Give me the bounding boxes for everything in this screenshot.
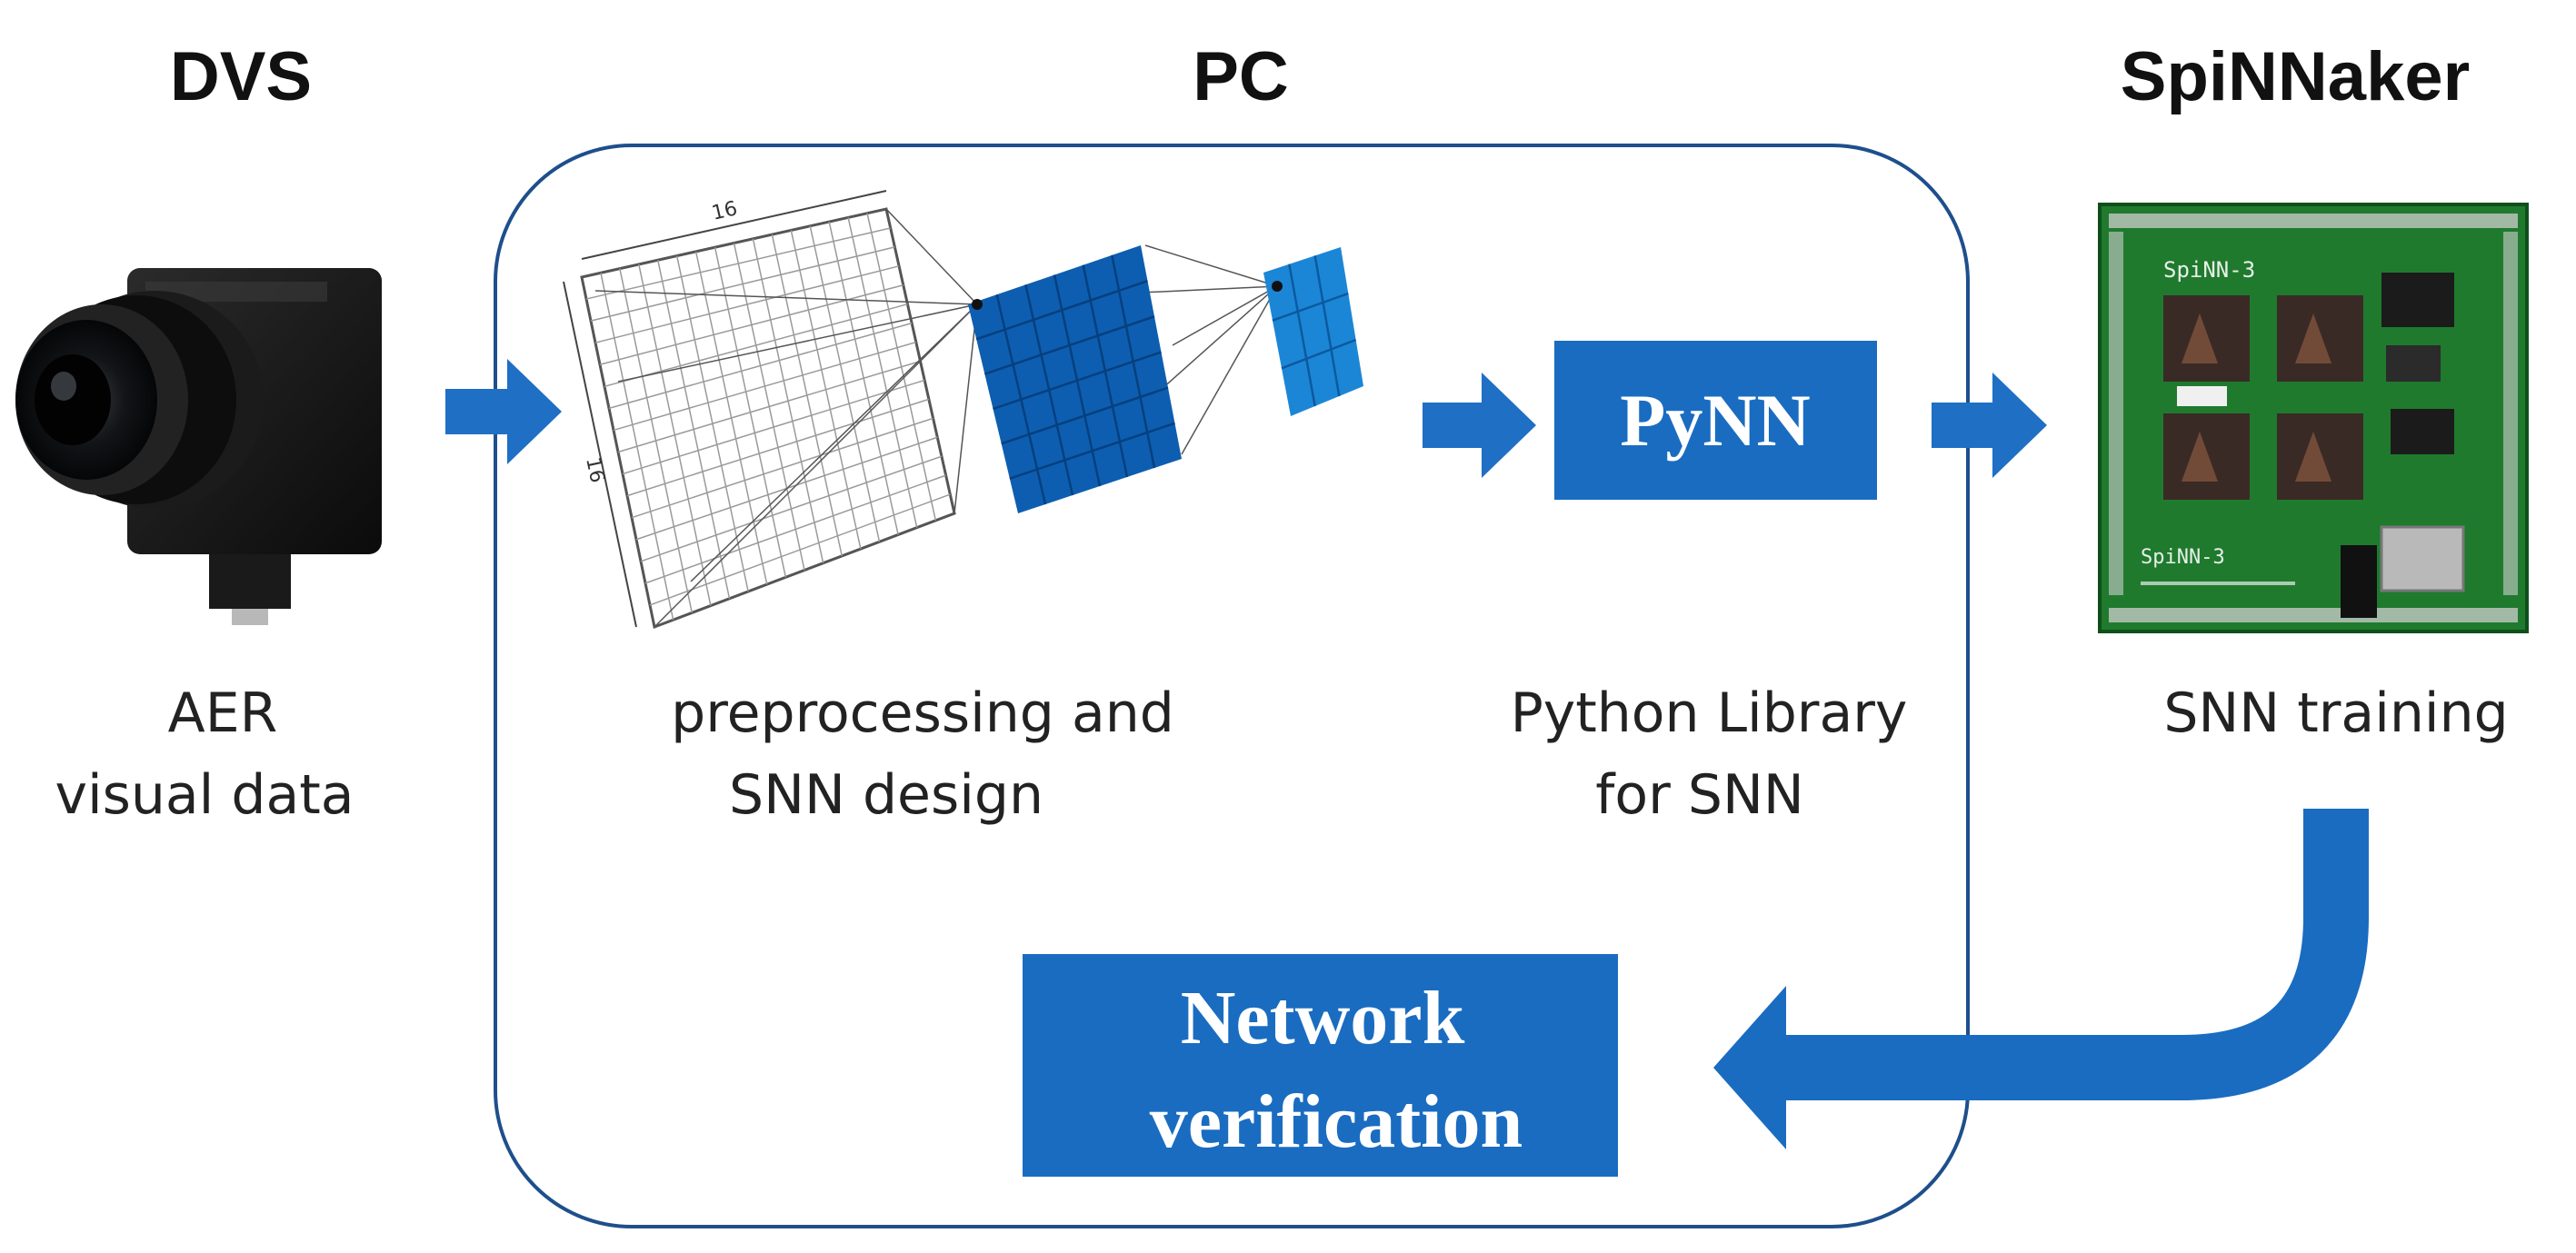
grid-line [644, 474, 946, 584]
output-map-layer [1263, 247, 1363, 416]
pynn-label: PyNN [1620, 379, 1811, 462]
grid-line [1009, 422, 1175, 480]
heading-pc: PC [1193, 38, 1289, 115]
heading-spinnaker: SpiNNaker [2121, 38, 2470, 115]
caption-dvs-2: visual data [55, 763, 354, 827]
caption-pynn-1: Python Library [1511, 681, 1908, 745]
arrow-network-to-pynn [1423, 373, 1536, 478]
grid-line [626, 398, 930, 497]
grid-line [752, 238, 824, 563]
input-grid-layer: 16 16 [563, 190, 956, 630]
caption-pynn-2: for SNN [1595, 763, 1803, 827]
feedback-arrow [1713, 809, 2369, 1149]
caption-dvs-1: AER [168, 681, 278, 745]
grid-line [771, 234, 843, 557]
verification-label-1: Network [1181, 976, 1465, 1060]
board-bottom-label: SpiNN-3 [2141, 546, 2225, 569]
grid-line [617, 360, 921, 453]
caption-pc-2: SNN design [729, 763, 1043, 827]
verification-label-2: verification [1150, 1079, 1523, 1164]
board-top-label: SpiNN-3 [2163, 257, 2255, 283]
arrow-dvs-to-pc [445, 359, 562, 464]
dvs-camera-image [15, 268, 382, 625]
pynn-box: PyNN [1554, 341, 1877, 500]
heading-dvs: DVS [170, 38, 312, 115]
grid-line [631, 417, 934, 519]
grid-line [828, 221, 899, 535]
feature-map-layer [968, 245, 1182, 513]
spinnaker-board-image: SpiNN-3 SpiNN-3 [2098, 203, 2529, 633]
grid-width-label: 16 [710, 197, 740, 225]
grid-line [847, 217, 918, 528]
grid-line [1313, 255, 1341, 397]
grid-line [866, 213, 937, 521]
arrow-pynn-to-spinnaker [1932, 373, 2047, 478]
network-verification-box: Network verification [1023, 954, 1618, 1177]
grid-line [1288, 264, 1316, 407]
grid-line [1281, 338, 1357, 370]
grid-line [640, 455, 943, 562]
grid-line [622, 379, 925, 475]
grid-line [790, 230, 862, 550]
grid-line [1272, 292, 1349, 322]
caption-pc-1: preprocessing and [671, 681, 1174, 745]
caption-spinnaker-1: SNN training [2163, 681, 2508, 745]
grid-line [649, 493, 951, 606]
grid-line [809, 225, 881, 542]
grid-height-label: 16 [581, 455, 608, 485]
pc-frame [494, 144, 1970, 1228]
